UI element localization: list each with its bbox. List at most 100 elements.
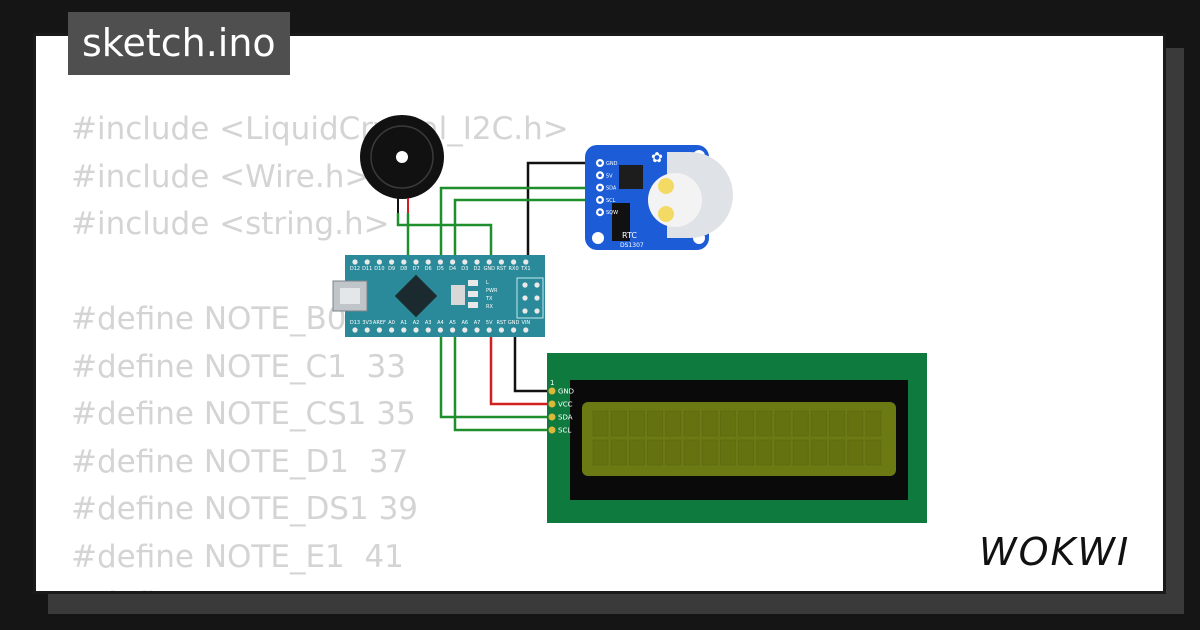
nano-pin-label: A4 [437, 320, 444, 326]
nano-pin-bottom[interactable] [523, 327, 529, 333]
code-line: #define NOTE_D1 37 [71, 443, 409, 480]
nano-led-label: TX [485, 296, 493, 302]
code-line: #define NOTE_CS1 35 [71, 396, 416, 432]
icsp-pin [522, 282, 528, 288]
nano-pin-bottom[interactable] [352, 327, 358, 333]
nano-pin-bottom[interactable] [474, 327, 480, 333]
nano-pin-top[interactable] [425, 259, 431, 265]
wokwi-logo: WOKWI [979, 530, 1128, 574]
nano-pin-bottom[interactable] [364, 327, 370, 333]
lcd-pin-label: SCL [558, 427, 571, 435]
nano-pin-top[interactable] [352, 259, 358, 265]
lcd-char-cell [665, 439, 682, 466]
nano-pin-label: D10 [374, 266, 384, 272]
lcd-char-cell [847, 439, 864, 466]
nano-pin-label: 5V [486, 320, 493, 326]
nano-led-label: L [486, 280, 489, 286]
lcd-char-cell [792, 410, 809, 437]
wire-rtc-gnd [526, 161, 600, 290]
nano-pin-label: GND [483, 266, 495, 272]
nano-pin-bottom[interactable] [450, 327, 456, 333]
nano-pin-label: D6 [425, 266, 432, 272]
lcd-char-cell [683, 410, 700, 437]
nano-pin-label: D3 [461, 266, 468, 272]
rtc-label: RTC [622, 231, 637, 240]
nano-pin-label: D13 [350, 320, 360, 326]
icsp-pin [522, 308, 528, 314]
preview-card: #include <LiquidCrystal_I2C.h>#include <… [33, 33, 1166, 594]
nano-pin-top[interactable] [413, 259, 419, 265]
nano-pin-top[interactable] [401, 259, 407, 265]
lcd-pin[interactable] [548, 387, 556, 395]
lcd-pin-label: GND [558, 388, 574, 396]
buzzer[interactable] [360, 115, 444, 213]
code-preview: #include <LiquidCrystal_I2C.h>#include <… [71, 106, 569, 591]
lcd-char-cell [829, 410, 845, 437]
nano-pin-bottom[interactable] [413, 327, 419, 333]
nano-pin-bottom[interactable] [498, 327, 504, 333]
nano-pin-label: A1 [400, 320, 407, 326]
lcd-char-cell [701, 439, 718, 466]
lcd-char-cell [865, 410, 882, 437]
nano-pin-bottom[interactable] [401, 327, 407, 333]
nano-pin-label: D4 [449, 266, 456, 272]
nano-led-label: PWR [486, 288, 498, 294]
lcd-char-cell [811, 439, 827, 466]
nano-pin-top[interactable] [389, 259, 395, 265]
nano-pin-top[interactable] [523, 259, 529, 265]
nano-pin-bottom[interactable] [486, 327, 492, 333]
nano-pin-bottom[interactable] [437, 327, 443, 333]
lcd-char-cell [701, 410, 718, 437]
lcd-char-cell [610, 410, 627, 437]
nano-pin-top[interactable] [437, 259, 443, 265]
nano-pin-top[interactable] [474, 259, 480, 265]
nano-pin-top[interactable] [376, 259, 382, 265]
lcd-pin-label: SDA [558, 414, 573, 422]
lcd-char-cell [774, 439, 791, 466]
icsp-pin [534, 295, 540, 301]
wire-lcd-gnd [513, 330, 552, 393]
nano-pin-label: TX1 [520, 266, 531, 272]
nano-pin-label: D2 [473, 266, 480, 272]
lcd-char-cell [738, 439, 754, 466]
lcd-char-cell [756, 439, 773, 466]
nano-pin-label: 3V3 [362, 320, 372, 326]
nano-pin-label: GND [508, 320, 520, 326]
wire-lcd-vcc [489, 330, 552, 406]
nano-pin-label: D7 [412, 266, 419, 272]
nano-pin-bottom[interactable] [389, 327, 395, 333]
nano-pin-top[interactable] [364, 259, 370, 265]
nano-pin-label: A0 [388, 320, 395, 326]
filename-tab[interactable]: sketch.ino [68, 12, 290, 75]
code-line: #define NOTE_C1 33 [71, 348, 406, 385]
adafruit-star-icon: ✿ [651, 150, 663, 166]
nano-pin-bottom[interactable] [462, 327, 468, 333]
code-line: #define NOTE_E1 41 [71, 538, 404, 575]
lcd-char-cell [629, 439, 645, 466]
nano-pin-top[interactable] [498, 259, 504, 265]
nano-pin-top[interactable] [486, 259, 492, 265]
nano-pin-top[interactable] [450, 259, 456, 265]
nano-pin-label: RST [497, 266, 508, 272]
nano-pin-bottom[interactable] [425, 327, 431, 333]
lcd-pin[interactable] [548, 413, 556, 421]
lcd-char-cell [647, 410, 663, 437]
nano-led-label: RX [486, 304, 493, 310]
nano-pin-label: A5 [449, 320, 456, 326]
rtc-pin-hole [598, 161, 602, 165]
lcd-char-cell [847, 410, 864, 437]
lcd-pin[interactable] [548, 400, 556, 408]
nano-pin-bottom[interactable] [376, 327, 382, 333]
nano-pin-label: RX0 [509, 266, 519, 272]
nano-pin-bottom[interactable] [510, 327, 517, 333]
lcd-char-cell [829, 439, 845, 466]
lcd-char-cell [865, 439, 882, 466]
nano-pin-top[interactable] [462, 259, 468, 265]
lcd-pin-label: VCC [558, 401, 573, 409]
nano-pin-top[interactable] [510, 259, 517, 265]
lcd-pin[interactable] [548, 426, 556, 434]
